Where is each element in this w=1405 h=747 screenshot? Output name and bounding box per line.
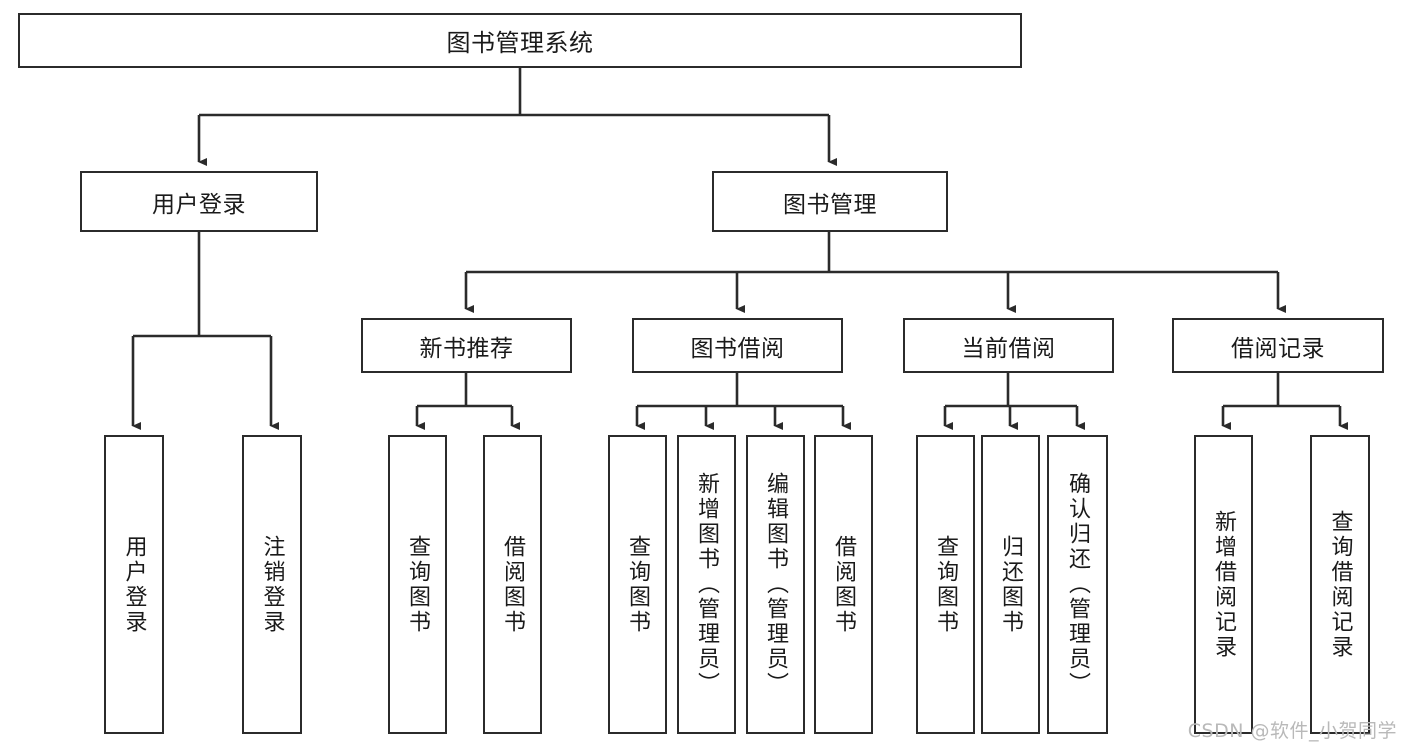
leaf-logout-login-label: 注销登录 — [259, 534, 285, 635]
node-root[interactable]: 图书管理系统 — [18, 13, 1022, 68]
node-user-login[interactable]: 用户登录 — [80, 171, 318, 232]
leaf-query-book-1[interactable]: 查询图书 — [388, 435, 447, 734]
leaf-edit-book[interactable]: 编辑图书（管理员） — [746, 435, 805, 734]
leaf-return-book-label: 归还图书 — [998, 534, 1024, 635]
leaf-borrow-book-1[interactable]: 借阅图书 — [483, 435, 542, 734]
leaf-query-book-1-label: 查询图书 — [405, 534, 431, 635]
node-book-borrow[interactable]: 图书借阅 — [632, 318, 843, 373]
leaf-borrow-book-2[interactable]: 借阅图书 — [814, 435, 873, 734]
leaf-add-borrow-record-label: 新增借阅记录 — [1211, 509, 1237, 660]
leaf-confirm-return-label: 确认归还（管理员） — [1065, 472, 1091, 697]
leaf-add-borrow-record[interactable]: 新增借阅记录 — [1194, 435, 1253, 734]
node-new-book-recommend-label: 新书推荐 — [419, 335, 514, 362]
leaf-confirm-return[interactable]: 确认归还（管理员） — [1047, 435, 1108, 734]
leaf-user-login[interactable]: 用户登录 — [104, 435, 164, 734]
leaf-edit-book-label: 编辑图书（管理员） — [763, 472, 789, 697]
node-root-label: 图书管理系统 — [446, 29, 594, 57]
leaf-query-book-2[interactable]: 查询图书 — [608, 435, 667, 734]
leaf-user-login-label: 用户登录 — [121, 534, 147, 635]
leaf-query-book-3[interactable]: 查询图书 — [916, 435, 975, 734]
leaf-query-borrow-record-label: 查询借阅记录 — [1327, 509, 1353, 660]
node-current-borrow-label: 当前借阅 — [961, 335, 1056, 362]
leaf-add-book[interactable]: 新增图书（管理员） — [677, 435, 736, 734]
leaf-return-book[interactable]: 归还图书 — [981, 435, 1040, 734]
leaf-query-book-3-label: 查询图书 — [933, 534, 959, 635]
leaf-borrow-book-2-label: 借阅图书 — [831, 534, 857, 635]
node-borrow-record-label: 借阅记录 — [1231, 335, 1325, 362]
node-borrow-record[interactable]: 借阅记录 — [1172, 318, 1384, 373]
leaf-borrow-book-1-label: 借阅图书 — [500, 534, 526, 635]
node-book-management[interactable]: 图书管理 — [712, 171, 948, 232]
leaf-query-borrow-record[interactable]: 查询借阅记录 — [1310, 435, 1370, 734]
leaf-add-book-label: 新增图书（管理员） — [694, 472, 720, 697]
node-book-borrow-label: 图书借阅 — [690, 335, 785, 362]
watermark: CSDN @软件_小贺同学 — [1187, 720, 1397, 742]
leaf-query-book-2-label: 查询图书 — [625, 534, 651, 635]
leaf-logout-login[interactable]: 注销登录 — [242, 435, 302, 734]
node-current-borrow[interactable]: 当前借阅 — [903, 318, 1114, 373]
node-user-login-label: 用户登录 — [152, 191, 246, 218]
node-book-management-label: 图书管理 — [783, 191, 877, 218]
node-new-book-recommend[interactable]: 新书推荐 — [361, 318, 572, 373]
